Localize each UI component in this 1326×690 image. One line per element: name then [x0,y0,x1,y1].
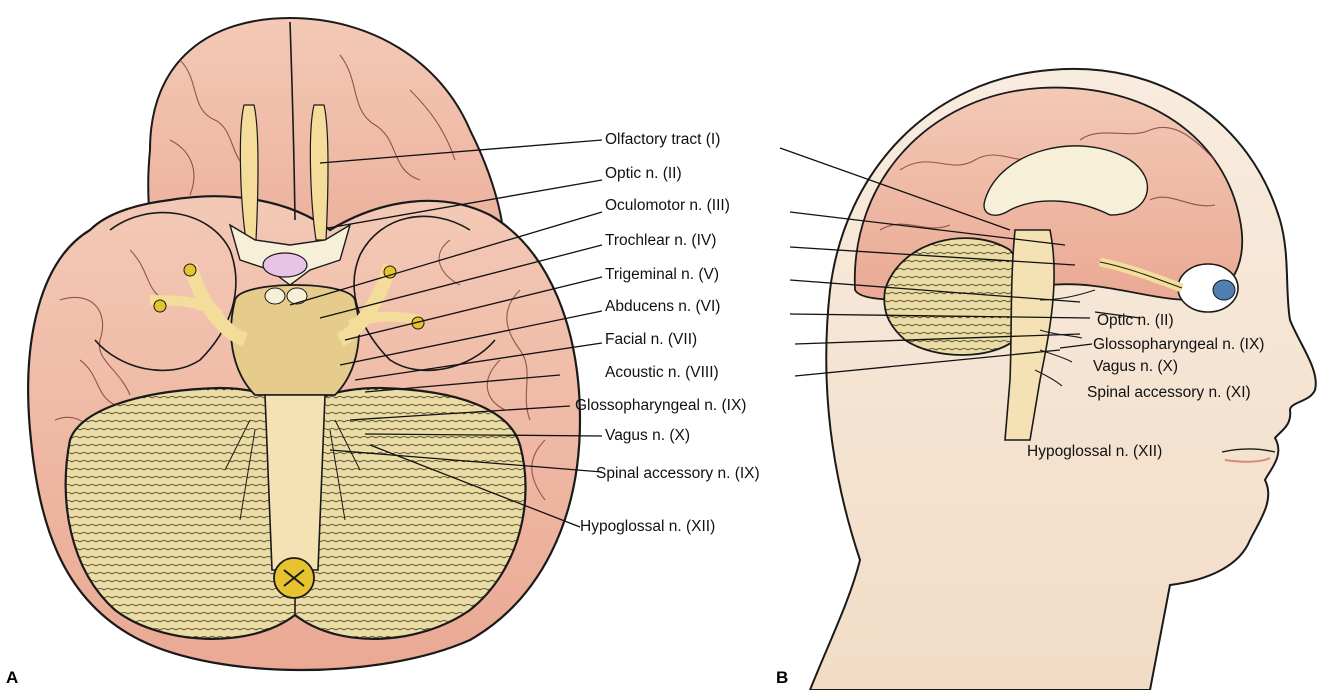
panel-letter-a: A [6,668,18,688]
label-b-glossopharyngeal-nerve: Glossopharyngeal n. (IX) [1093,336,1264,354]
label-acoustic-nerve: Acoustic n. (VIII) [605,364,719,382]
brain-inferior-view [28,18,580,670]
medulla [265,395,325,570]
label-facial-nerve: Facial n. (VII) [605,331,697,349]
label-trochlear-nerve: Trochlear n. (IV) [605,232,716,250]
label-b-optic-nerve: Optic n. (II) [1097,312,1174,330]
label-vagus-nerve: Vagus n. (X) [605,427,690,445]
label-b-spinal-accessory-nerve: Spinal accessory n. (XI) [1087,384,1251,402]
iris [1213,280,1235,300]
label-optic-nerve: Optic n. (II) [605,165,682,183]
label-trigeminal-nerve: Trigeminal n. (V) [605,266,719,284]
label-glossopharyngeal-nerve: Glossopharyngeal n. (IX) [575,397,746,415]
olfactory-tract-right [310,105,328,240]
pituitary [263,253,307,277]
head-sagittal-view [810,69,1316,690]
panel-letter-b: B [776,668,788,688]
label-abducens-nerve: Abducens n. (VI) [605,298,720,316]
label-oculomotor-nerve: Oculomotor n. (III) [605,197,730,215]
label-b-hypoglossal-nerve: Hypoglossal n. (XII) [1027,443,1162,461]
label-olfactory-tract: Olfactory tract (I) [605,131,720,149]
label-spinal-accessory-nerve: Spinal accessory n. (IX) [596,465,760,483]
label-b-vagus-nerve: Vagus n. (X) [1093,358,1178,376]
olfactory-tract-left [240,105,258,240]
label-hypoglossal-nerve: Hypoglossal n. (XII) [580,518,715,536]
